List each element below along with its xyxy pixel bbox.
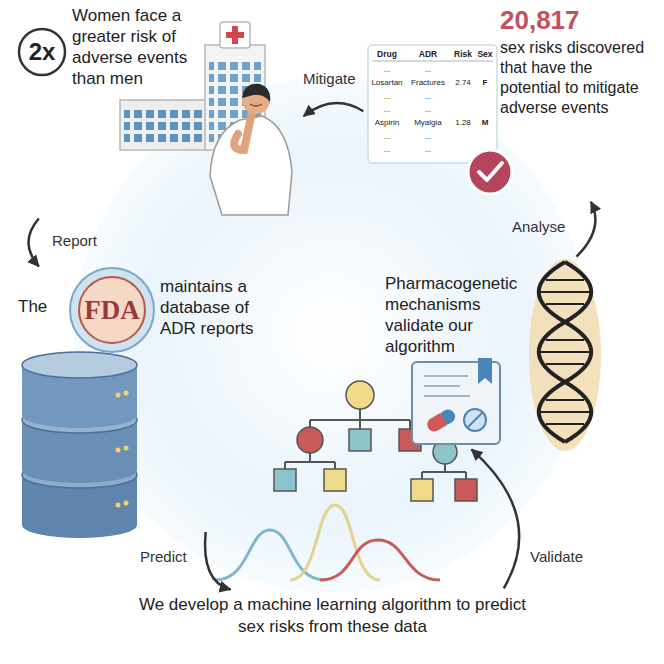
check-badge <box>468 150 512 194</box>
cycle-arrow <box>304 103 364 116</box>
arrow-label: Mitigate <box>303 70 356 88</box>
node-text: Pharmacogenetic mechanisms validate our … <box>385 273 523 357</box>
cycle-arrow <box>577 202 596 257</box>
fda-seal <box>70 268 154 352</box>
results-table <box>368 45 497 163</box>
cycle-arrow <box>205 532 231 590</box>
table-cell: ... <box>368 145 406 155</box>
node-text: FDA <box>82 295 142 325</box>
table-cell: ... <box>368 92 406 102</box>
table-cell: 1.28 <box>444 118 482 128</box>
table-cell: Aspirin <box>368 118 406 128</box>
table-cell: ... <box>409 105 447 115</box>
stage-group: We develop a machine learning algorithm … <box>135 590 533 644</box>
arrow-label: Validate <box>530 548 583 566</box>
table-header: ADR <box>409 49 447 59</box>
node-text: Women face a greater risk of adverse eve… <box>72 5 190 89</box>
sick-person <box>210 84 292 215</box>
pharmacology-book <box>412 358 500 444</box>
cycle-arrow <box>28 219 38 267</box>
table-cell: 2.74 <box>444 78 482 88</box>
stage-group: Pharmacogenetic mechanisms validate our … <box>385 258 605 448</box>
table-header: Risk <box>444 49 482 59</box>
table-cell: M <box>466 118 504 128</box>
cycle-ground <box>74 77 590 593</box>
dna-helix <box>529 259 601 451</box>
stage-group: The FDA maintains a database of ADR report… <box>12 268 268 530</box>
database <box>22 352 137 538</box>
node-text: We develop a machine learning algorithm … <box>135 594 530 638</box>
distributions <box>215 505 440 580</box>
table-cell: ... <box>409 65 447 75</box>
node-heading: 2x <box>19 38 65 66</box>
arrow-label: Analyse <box>512 218 565 236</box>
node-text: sex risks discovered that have the poten… <box>500 38 652 118</box>
table-cell: Fractures <box>409 78 447 88</box>
arrow-label: Report <box>52 232 97 250</box>
stage-group: 2xWomen face a greater risk of adverse e… <box>12 5 302 217</box>
stage-group: 20,817sex risks discovered that have the… <box>365 5 655 200</box>
table-header: Drug <box>368 49 406 59</box>
table-cell: F <box>466 78 504 88</box>
table-cell: Losartan <box>368 78 406 88</box>
table-cell: ... <box>368 132 406 142</box>
table-header: Sex <box>466 49 504 59</box>
table-cell: ... <box>409 145 447 155</box>
cycle-arrow <box>471 449 519 588</box>
node-text: maintains a database of ADR reports <box>160 276 265 339</box>
node-heading: The <box>18 296 58 317</box>
table-cell: Myalgia <box>409 118 447 128</box>
table-cell: ... <box>409 92 447 102</box>
arrow-label: Predict <box>140 548 187 566</box>
table-cell: ... <box>409 132 447 142</box>
ratio-circle <box>19 29 65 75</box>
table-cell: ... <box>368 105 406 115</box>
table-cell: ... <box>368 65 406 75</box>
node-heading: 20,817 <box>500 5 620 35</box>
